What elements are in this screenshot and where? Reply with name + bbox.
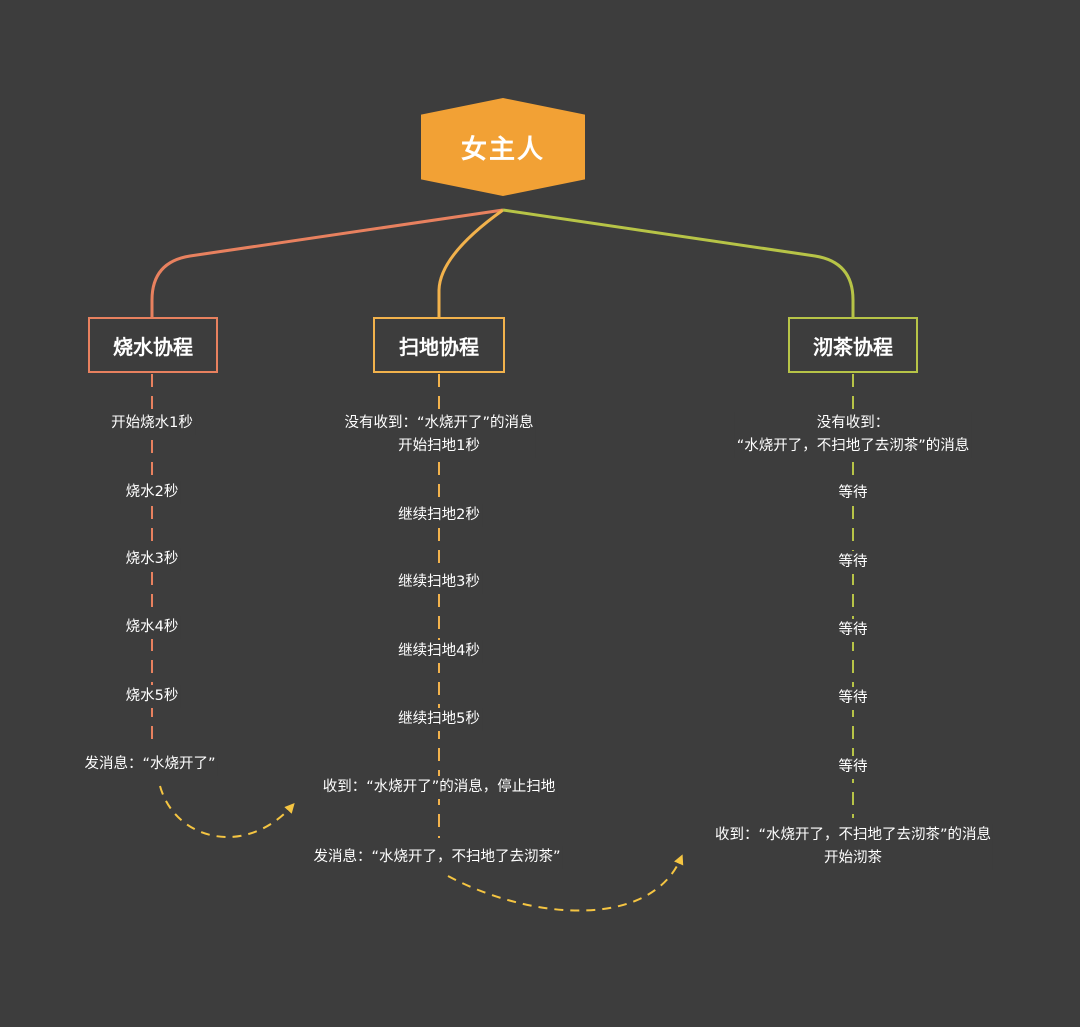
- column-box-sweep: 扫地协程: [373, 317, 505, 373]
- step-label: 烧水4秒: [123, 616, 181, 639]
- step-label: 收到：“水烧开了”的消息，停止扫地: [320, 776, 558, 799]
- step-label: 发消息：“水烧开了，不扫地了去沏茶”: [311, 846, 563, 869]
- step-label: 继续扫地2秒: [396, 504, 482, 527]
- branch-line-boil: [150, 208, 504, 318]
- column-box-boil: 烧水协程: [88, 317, 218, 373]
- column-title: 烧水协程: [113, 334, 193, 359]
- root-node: 女主人: [421, 98, 585, 196]
- step-label: 开始烧水1秒: [109, 412, 195, 435]
- step-label: 发消息：“水烧开了”: [82, 753, 218, 776]
- column-title: 扫地协程: [399, 334, 479, 359]
- step-label: 烧水2秒: [123, 481, 181, 504]
- step-label: 等待: [836, 756, 870, 779]
- step-label: 烧水5秒: [123, 685, 181, 708]
- step-label: 等待: [836, 619, 870, 642]
- column-title: 沏茶协程: [813, 334, 893, 359]
- step-label: 没有收到：“水烧开了”的消息 开始扫地1秒: [342, 412, 536, 458]
- step-label: 继续扫地5秒: [396, 708, 482, 731]
- message-arrow-sweep-to-tea: [447, 854, 684, 912]
- branch-line-tea: [502, 208, 855, 318]
- root-label: 女主人: [460, 134, 545, 165]
- step-label: 没有收到： “水烧开了，不扫地了去沏茶”的消息: [734, 412, 972, 458]
- step-label: 继续扫地4秒: [396, 640, 482, 663]
- column-box-tea: 沏茶协程: [788, 317, 918, 373]
- step-label: 收到：“水烧开了，不扫地了去沏茶”的消息 开始沏茶: [712, 824, 994, 870]
- branch-line-sweep: [437, 208, 504, 318]
- step-label: 等待: [836, 482, 870, 505]
- step-label: 烧水3秒: [123, 548, 181, 571]
- step-label: 等待: [836, 687, 870, 710]
- step-label: 继续扫地3秒: [396, 571, 482, 594]
- step-label: 等待: [836, 551, 870, 574]
- message-arrow-boil-to-sweep: [159, 785, 295, 838]
